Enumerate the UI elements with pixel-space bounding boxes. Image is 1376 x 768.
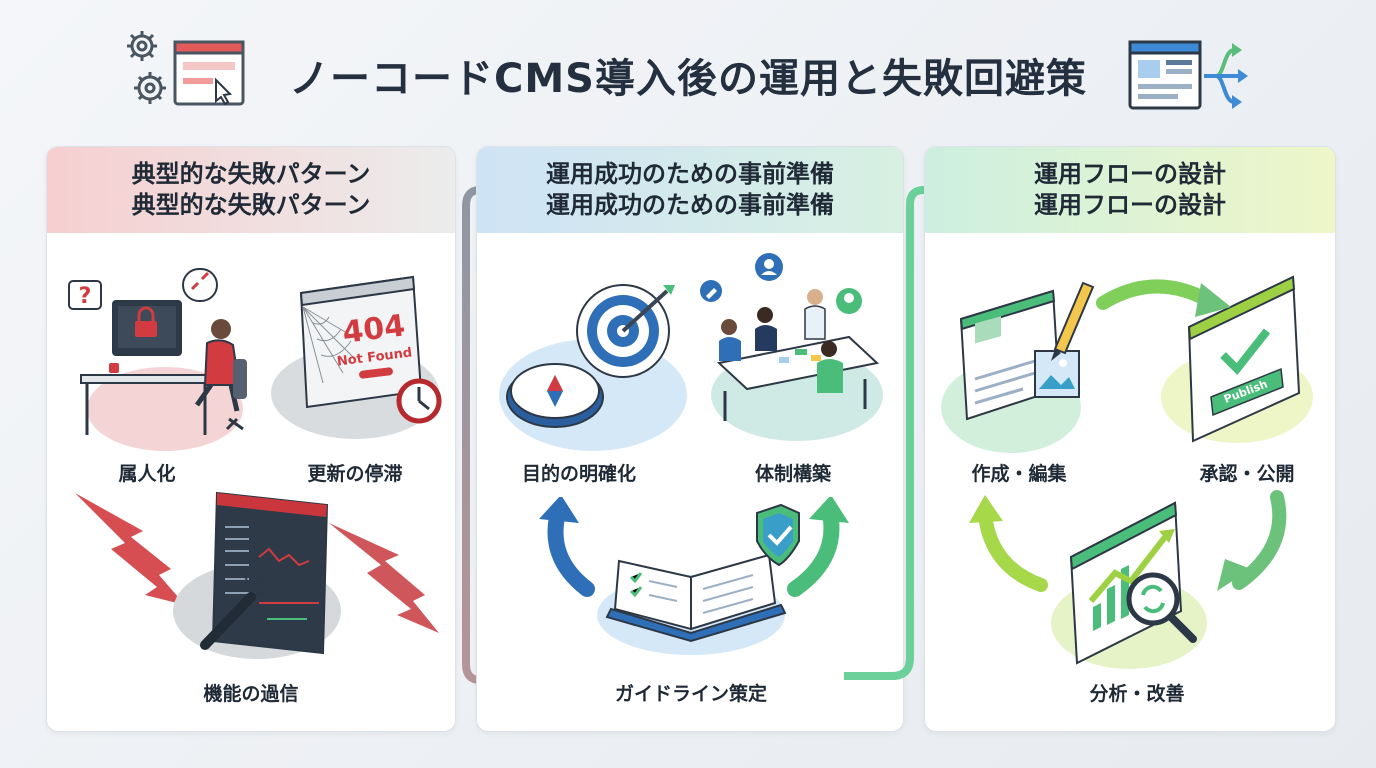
panel-heading-line2: 運用フローの設計	[1034, 191, 1226, 219]
approve-publish-icon: Publish	[1161, 275, 1313, 443]
flow-cycle-arrows	[969, 279, 1287, 592]
item-label-stagnation: 更新の停滞	[307, 463, 403, 485]
gear-browser-icon	[127, 31, 245, 106]
frustrated-person-desk-icon: ?	[68, 268, 247, 451]
item-label-team-setup: 体制構築	[754, 463, 832, 485]
guideline-cycle-icon	[539, 497, 849, 655]
item-label-approve-publish: 承認・公開	[1199, 463, 1295, 485]
analytics-improve-icon	[1051, 501, 1207, 669]
panel-heading: 運用成功のための事前準備 運用成功のための事前準備	[477, 147, 903, 233]
item-label-goal-clarification: 目的の明確化	[521, 463, 637, 485]
item-label-guideline: ガイドライン策定	[614, 683, 768, 705]
error-code-text: 404	[341, 308, 407, 350]
panel-preparation: 運用成功のための事前準備 運用成功のための事前準備 目的の明確化	[476, 146, 904, 732]
item-label-siloing: 属人化	[118, 463, 176, 485]
item-label-analyze-improve: 分析・改善	[1089, 683, 1185, 705]
panel-heading-line1: 運用フローの設計	[1034, 160, 1226, 188]
team-meeting-icon	[700, 253, 883, 441]
item-label-overreliance: 機能の過信	[203, 683, 299, 705]
target-compass-icon	[499, 284, 687, 451]
edit-page-icon	[941, 281, 1095, 453]
panel-heading-line2: 典型的な失敗パターン	[131, 191, 371, 219]
panel-heading: 運用フローの設計 運用フローの設計	[925, 147, 1335, 233]
panel-heading-line2: 運用成功のための事前準備	[546, 191, 834, 219]
panel-heading-line1: 典型的な失敗パターン	[131, 160, 371, 188]
svg-text:?: ?	[79, 284, 92, 309]
broken-page-404-icon: 404 Not Found	[271, 275, 442, 439]
panel-operation-flow: 運用フローの設計 運用フローの設計 作成・編集 Publish 承認・公開	[924, 146, 1336, 732]
overload-dashboard-icon	[75, 491, 439, 659]
panel-failure-patterns: 典型的な失敗パターン 典型的な失敗パターン ? 属人化 404 Not Fo	[46, 146, 456, 732]
item-label-create-edit: 作成・編集	[971, 463, 1067, 485]
page-title: ノーコードCMS導入後の運用と失敗回避策	[289, 56, 1087, 102]
panel-heading-line1: 運用成功のための事前準備	[546, 160, 834, 188]
layout-branch-icon	[1128, 40, 1248, 110]
panel-heading: 典型的な失敗パターン 典型的な失敗パターン	[47, 147, 455, 233]
